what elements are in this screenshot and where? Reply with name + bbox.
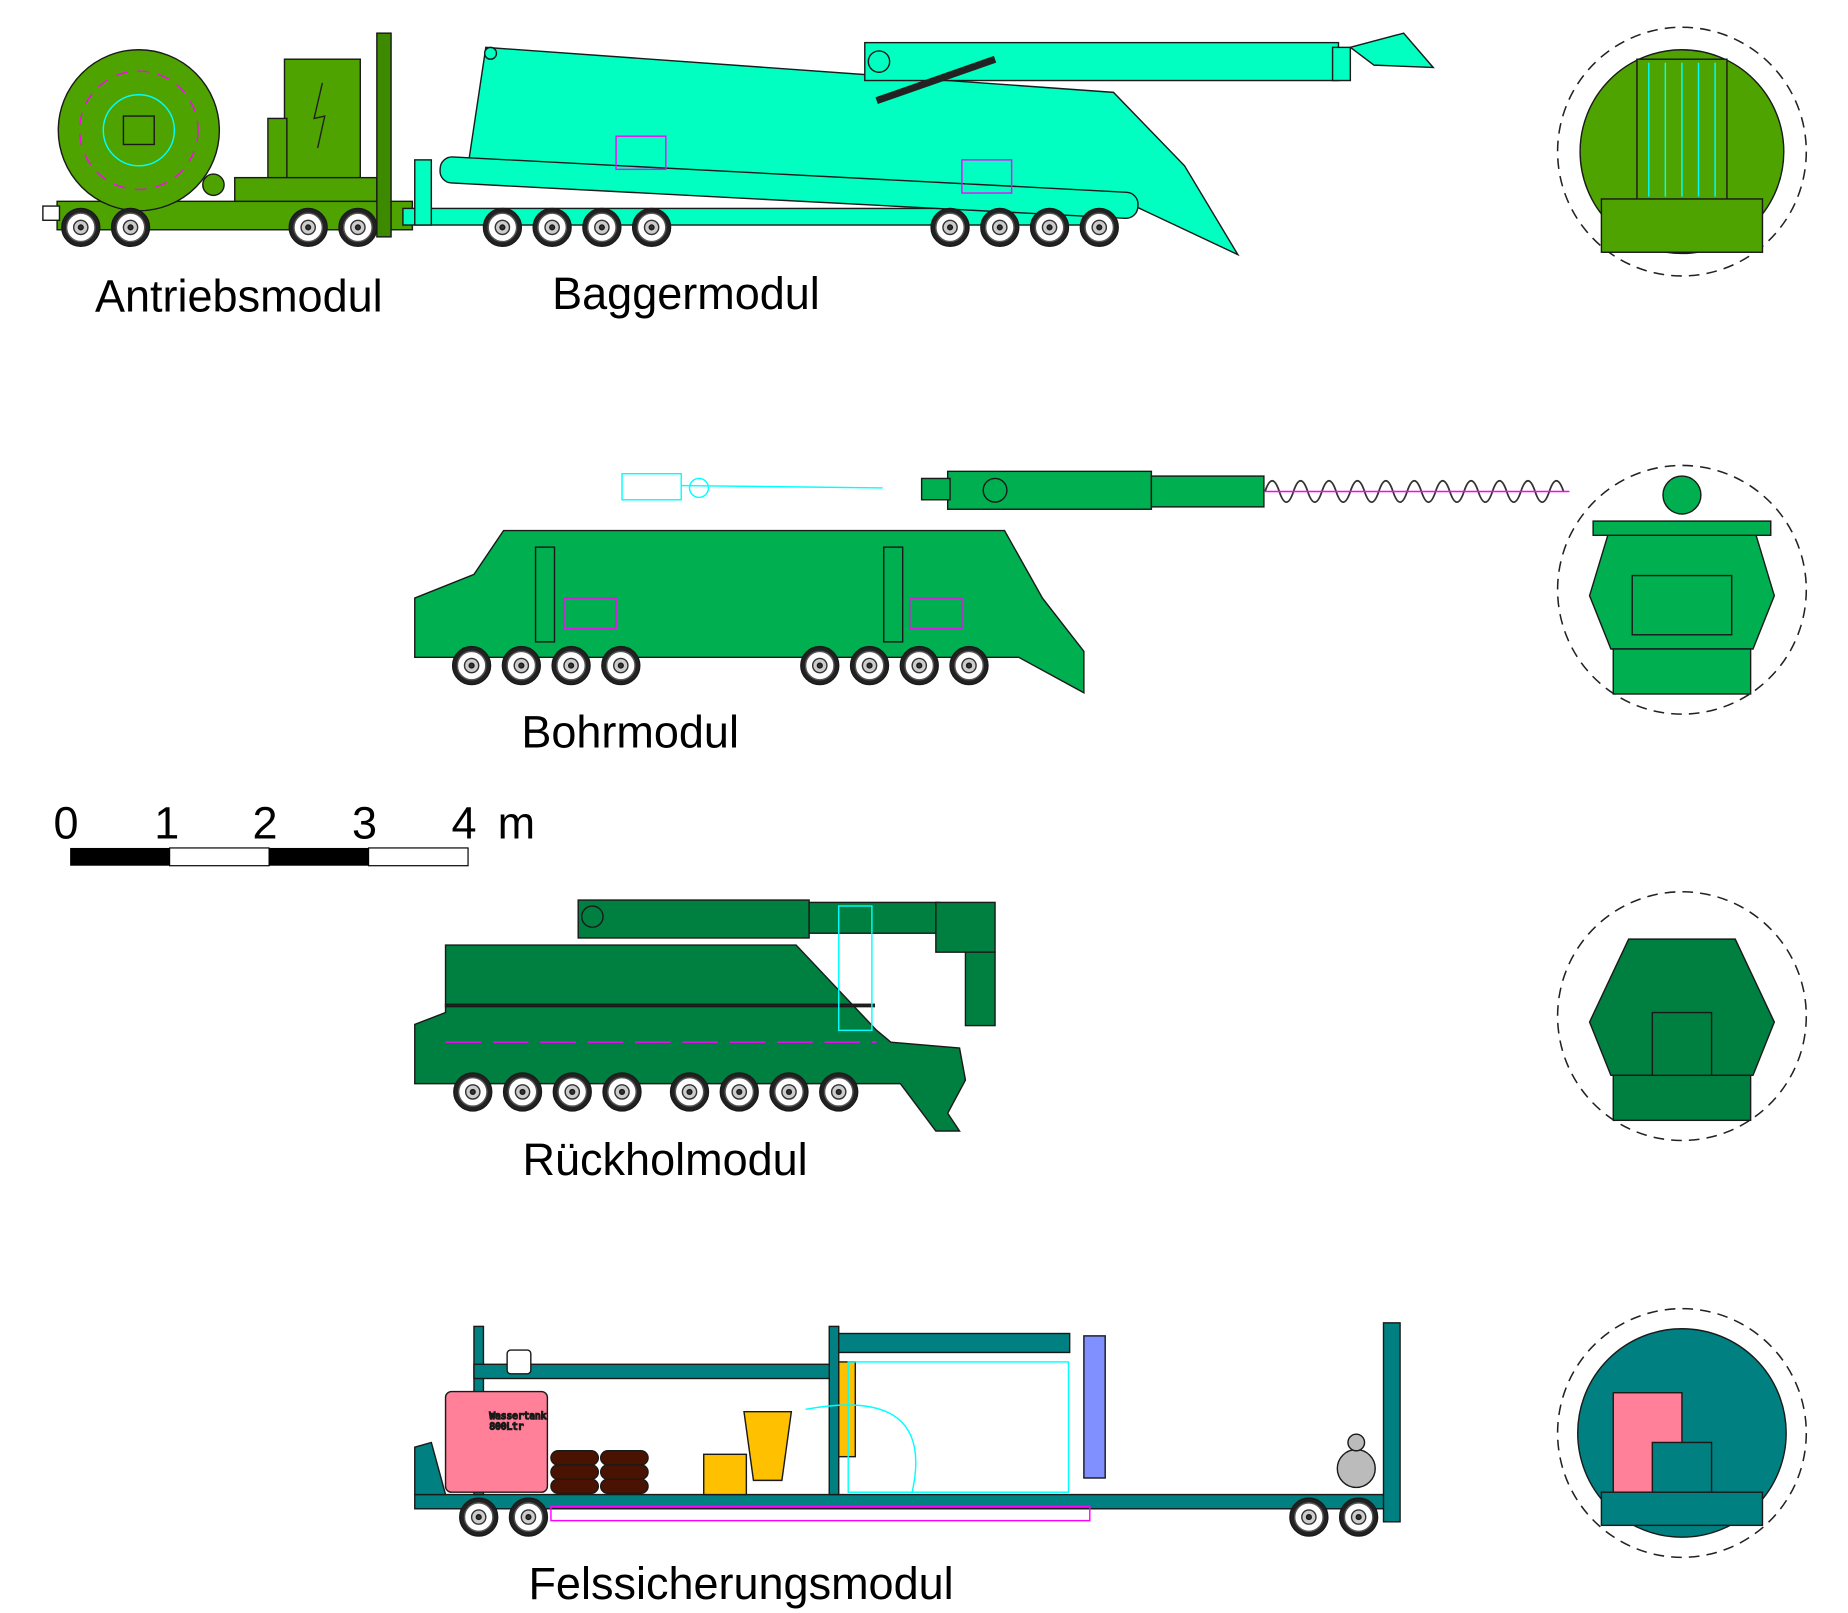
module-label-felssicherung: Felssicherungsmodul [528, 1558, 953, 1609]
scale-tick-1: 1 [154, 797, 179, 848]
module-label-bagger: Baggermodul [552, 268, 820, 319]
bohrmodul-front-view [1556, 464, 1808, 715]
felssicherungsmodul-side-view: Wassertank 800Ltr [414, 1322, 1401, 1537]
scale-tick-3: 3 [352, 797, 377, 848]
module-label-antrieb: Antriebsmodul [95, 270, 383, 321]
scale-tick-4: 4 [451, 797, 476, 848]
scale-tick-0: 0 [54, 797, 79, 848]
tank-label-line2: 800Ltr [489, 1421, 524, 1432]
rueckholmodul-front-view [1556, 890, 1808, 1142]
scale-unit: m [498, 797, 536, 848]
baggermodul-side-view [402, 32, 1435, 257]
tank-label-line1: Wassertank [489, 1411, 546, 1422]
felssicherungsmodul-front-view [1556, 1307, 1808, 1559]
rueckholmodul-side-view [414, 899, 996, 1132]
module-label-rueckhol: Rückholmodul [523, 1134, 808, 1185]
antriebsmodul-front-view [1556, 26, 1808, 277]
antriebsmodul-side-view [42, 32, 414, 248]
bohrmodul-side-view [414, 470, 1570, 695]
module-label-bohr: Bohrmodul [521, 706, 739, 757]
scale-tick-2: 2 [253, 797, 278, 848]
scale-bar: 0 1 2 3 4 m [54, 797, 536, 867]
